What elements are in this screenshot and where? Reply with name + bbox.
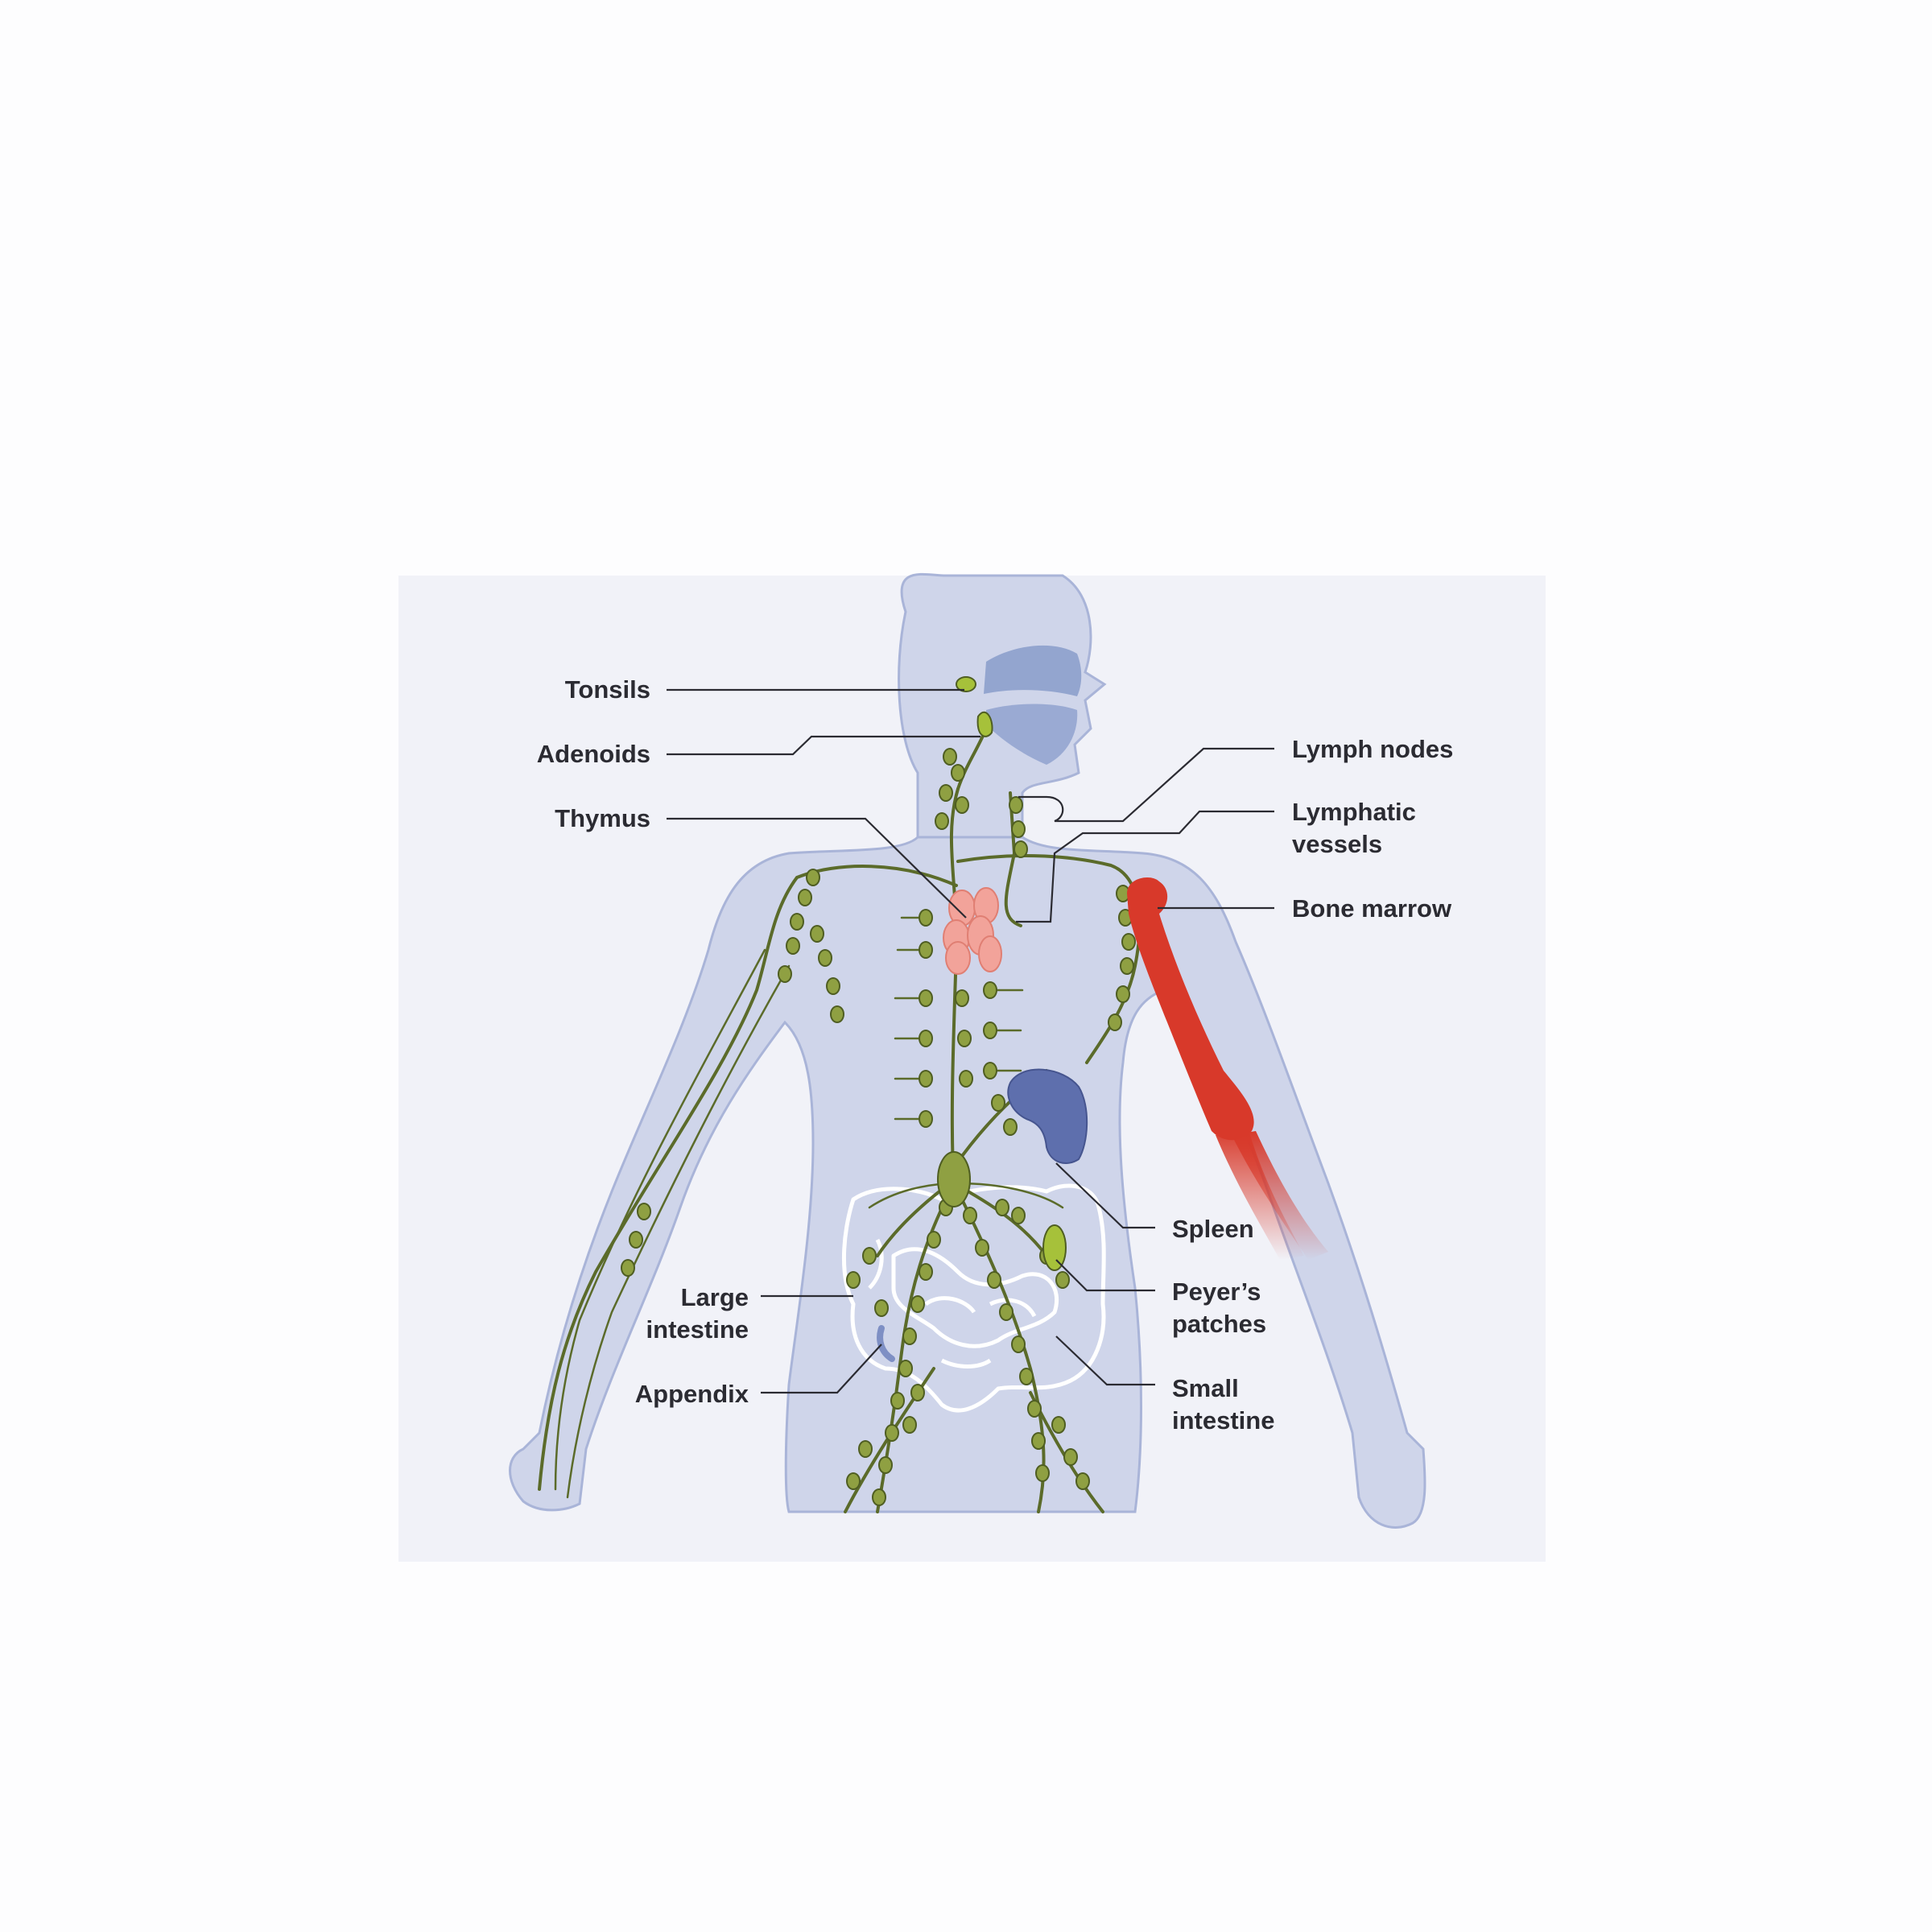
label-adenoids: Adenoids [537, 740, 650, 768]
labels: Tonsils Adenoids Thymus Lymph nodes Lymp… [537, 675, 1454, 1435]
lymph-node [902, 1416, 917, 1434]
lymph-node [983, 981, 997, 999]
lymph-node [999, 1303, 1013, 1321]
label-small-intestine-line2: intestine [1172, 1406, 1274, 1435]
lymph-node [983, 1022, 997, 1039]
lymph-node [955, 796, 969, 814]
lymph-node [910, 1295, 925, 1313]
tonsils-shape [956, 676, 976, 692]
lymph-node [1051, 1416, 1066, 1434]
lymph-node [963, 1207, 977, 1224]
lymph-node [919, 909, 933, 927]
lymph-node [991, 1094, 1005, 1112]
lymph-node [1035, 1464, 1050, 1482]
lymph-node [927, 1231, 941, 1249]
lymph-node [1055, 1271, 1070, 1289]
lymph-node [983, 1062, 997, 1080]
lymph-node-cluster [621, 748, 1136, 1506]
lymph-node [846, 1472, 861, 1490]
label-lymphatic-vessels-line2: vessels [1292, 830, 1382, 858]
lymph-node [975, 1239, 989, 1257]
label-tonsils: Tonsils [565, 675, 650, 704]
label-lymph-nodes: Lymph nodes [1292, 735, 1453, 763]
lymph-node [1011, 1335, 1026, 1353]
label-lymphatic-vessels-line1: Lymphatic [1292, 798, 1416, 826]
lymph-node [786, 937, 800, 955]
lymph-node [902, 1327, 917, 1345]
lymph-node [1108, 1013, 1122, 1031]
lymph-node [957, 1030, 972, 1047]
cisterna-chyli-node [937, 1151, 971, 1208]
lymph-node [935, 812, 949, 830]
lymph-node [910, 1384, 925, 1402]
peyers-patches-shape [1042, 1224, 1067, 1271]
lymph-node [778, 965, 792, 983]
label-bone-marrow: Bone marrow [1292, 894, 1452, 923]
lymph-node [1075, 1472, 1090, 1490]
lymph-node [1121, 933, 1136, 951]
label-appendix: Appendix [635, 1380, 749, 1408]
lymph-node [858, 1440, 873, 1458]
lymph-node [1019, 1368, 1034, 1385]
lymph-node [1031, 1432, 1046, 1450]
lymph-node [629, 1231, 643, 1249]
spleen-shape [1007, 1068, 1088, 1164]
lymph-node [798, 889, 812, 906]
lymph-node [1009, 796, 1023, 814]
lymph-node [872, 1488, 886, 1506]
lymph-node [878, 1456, 893, 1474]
lymph-node [1011, 820, 1026, 838]
label-spleen: Spleen [1172, 1215, 1254, 1243]
lymph-node [862, 1247, 877, 1265]
lymph-node [810, 925, 824, 943]
lymph-node [1027, 1400, 1042, 1418]
lymph-node [1063, 1448, 1078, 1466]
lymph-node [1120, 957, 1134, 975]
lymph-node [637, 1203, 651, 1220]
lymph-node [1003, 1118, 1018, 1136]
leader-lines [667, 688, 1274, 1394]
lymph-node [919, 941, 933, 959]
lymph-node [890, 1392, 905, 1410]
lymph-node [987, 1271, 1001, 1289]
lymph-node [939, 784, 953, 802]
lymph-node [874, 1299, 889, 1317]
lymph-node [806, 869, 820, 886]
thymus-shape [943, 887, 1002, 975]
adenoids-shape [976, 711, 993, 737]
lymph-node [919, 1070, 933, 1088]
lymph-node [951, 764, 965, 782]
lymph-node [919, 1263, 933, 1281]
lymph-node [790, 913, 804, 931]
lymph-node [826, 977, 840, 995]
lymph-node [955, 989, 969, 1007]
bone-marrow-shape [1127, 877, 1328, 1260]
lymph-node [1116, 985, 1130, 1003]
lymph-node [919, 989, 933, 1007]
lymph-node [1011, 1207, 1026, 1224]
label-peyers-patches-line1: Peyer’s [1172, 1278, 1261, 1306]
lymph-node [959, 1070, 973, 1088]
lymph-node [1013, 840, 1028, 858]
lymph-node [818, 949, 832, 967]
lymph-node [995, 1199, 1009, 1216]
label-large-intestine-line1: Large [681, 1283, 749, 1311]
label-large-intestine-line2: intestine [646, 1315, 749, 1344]
lymph-node [919, 1110, 933, 1128]
lymph-node [898, 1360, 913, 1377]
lymph-node [846, 1271, 861, 1289]
lymph-node [943, 748, 957, 766]
lymph-node [621, 1259, 635, 1277]
label-small-intestine-line1: Small [1172, 1374, 1239, 1402]
label-thymus: Thymus [555, 804, 650, 832]
organs [877, 676, 1328, 1362]
lymph-node [885, 1424, 899, 1442]
lymph-node [830, 1005, 844, 1023]
lymph-node [919, 1030, 933, 1047]
label-peyers-patches-line2: patches [1172, 1310, 1266, 1338]
